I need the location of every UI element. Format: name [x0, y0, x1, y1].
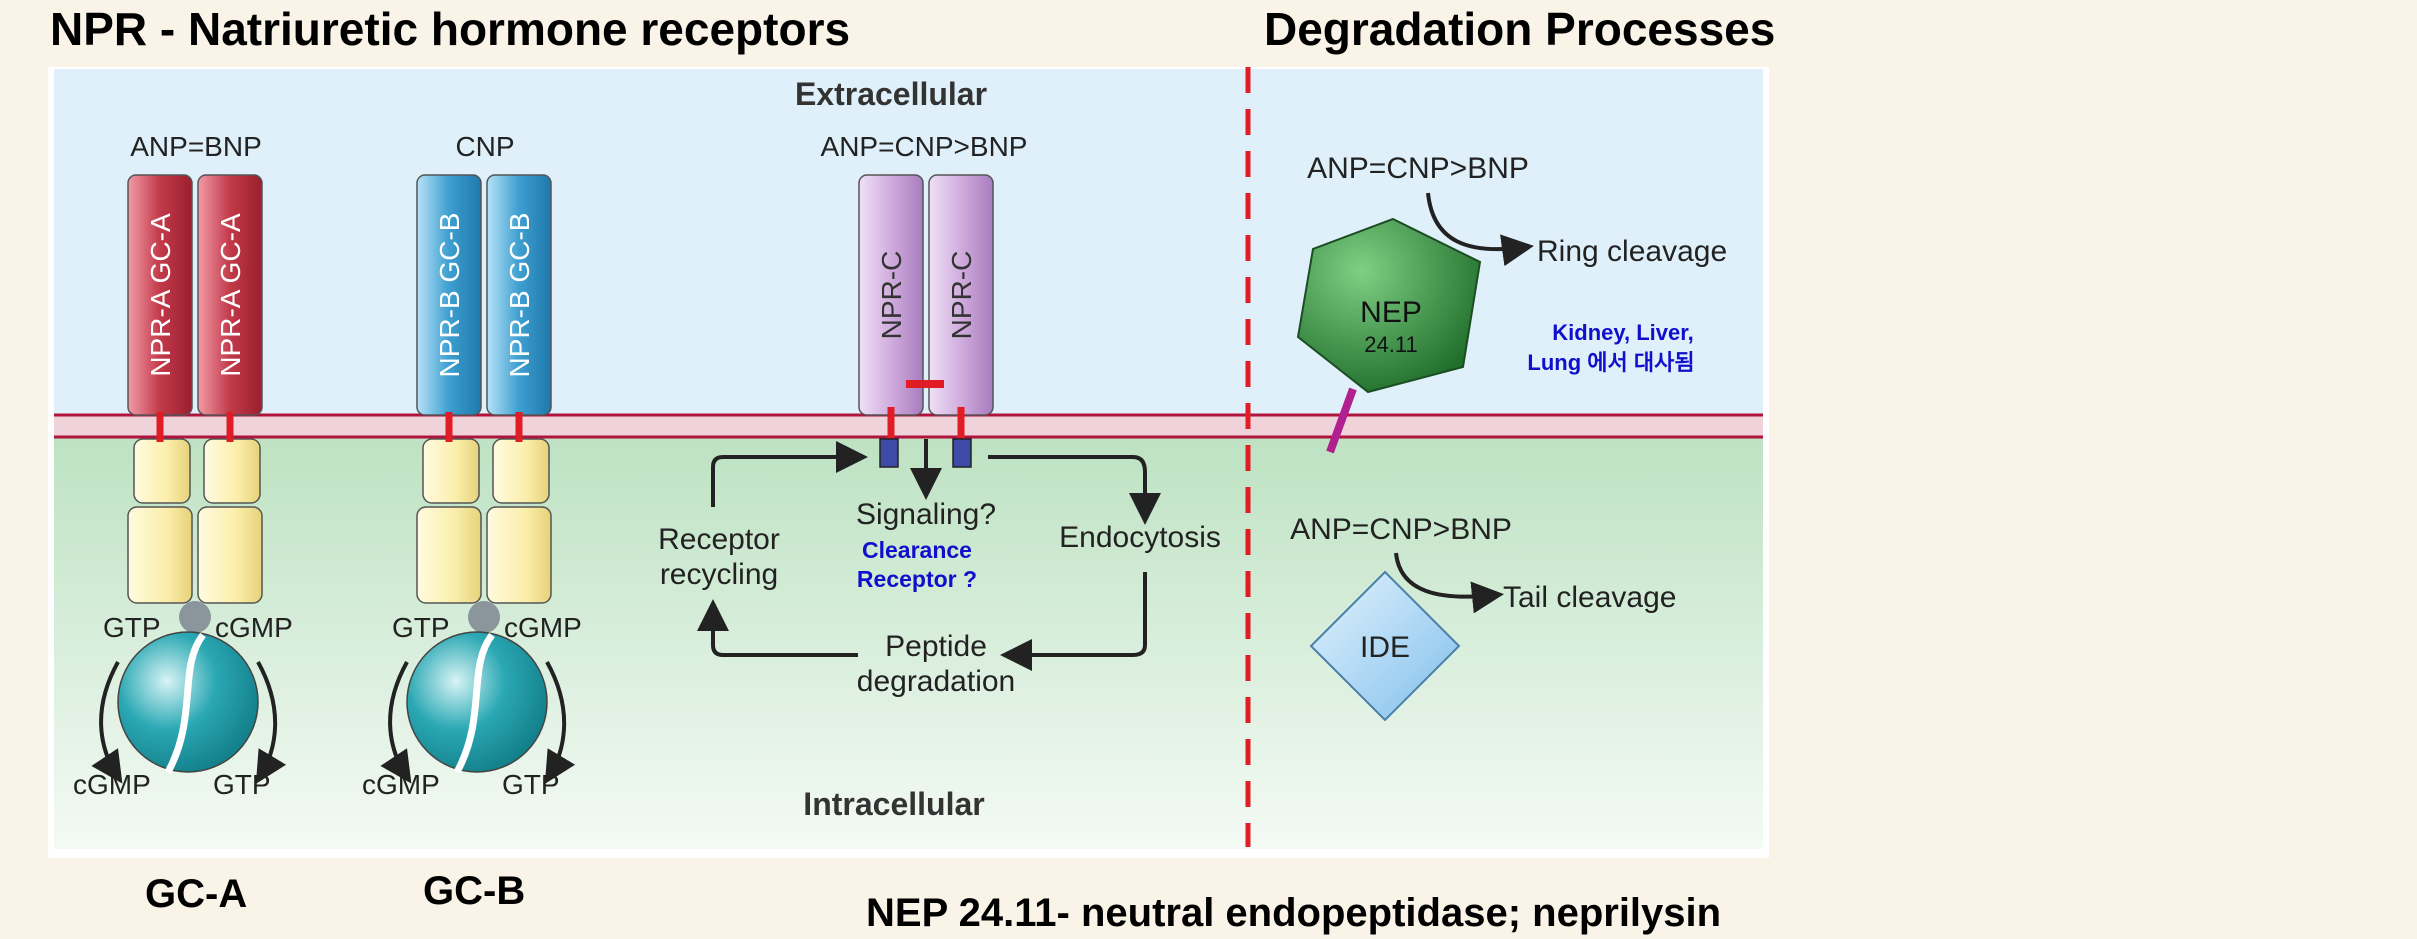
- gcb-subunit-left-label: NPR-B GC-B: [434, 213, 465, 378]
- ide-enzyme: [1309, 570, 1461, 722]
- gcb-bottom-label: GC-B: [423, 869, 526, 913]
- gcb-ligand-label: CNP: [455, 131, 514, 162]
- nep-note-line1: Kidney, Liver,: [1552, 320, 1693, 345]
- intracellular-label: Intracellular: [803, 786, 984, 822]
- diagram-panel: Extracellular Intracellular ANP=BNP NPR-…: [48, 67, 1769, 858]
- nep-definition-label: NEP 24.11- neutral endopeptidase; nepril…: [866, 891, 1722, 935]
- gcb-cgmp-bottom: cGMP: [362, 769, 440, 800]
- nep-enzyme: [1296, 217, 1482, 394]
- gca-subunit-left-label: NPR-A GC-A: [145, 213, 176, 377]
- ide-degradation: ANP=CNP>BNP Tail cleavage IDE: [1290, 513, 1676, 722]
- endocytosis-label: Endocytosis: [1059, 521, 1221, 554]
- cell-membrane: [54, 413, 1763, 439]
- right-title: Degradation Processes: [1264, 3, 1776, 55]
- nprc-subunit-right-label: NPR-C: [946, 251, 977, 340]
- nprc-ligand-label: ANP=CNP>BNP: [821, 131, 1028, 162]
- receptor-recycling-line2: recycling: [660, 558, 778, 591]
- gca-kinase-domain: [127, 506, 193, 604]
- gcb-cgmp-out: cGMP: [504, 612, 582, 643]
- gca-cgmp-bottom: cGMP: [73, 769, 151, 800]
- nep-note-line2: Lung 에서 대사됨: [1527, 350, 1694, 375]
- peptide-degradation-line2: degradation: [857, 665, 1015, 698]
- clearance-receptor-line2: Receptor ?: [857, 566, 977, 592]
- nprc-receptor: ANP=CNP>BNP NPR-C NPR-C: [821, 131, 1028, 468]
- gcb-gtp-bottom: GTP: [502, 769, 560, 800]
- clearance-receptor-line1: Clearance: [862, 537, 972, 563]
- nep-ligand-label: ANP=CNP>BNP: [1307, 152, 1529, 185]
- gca-ligand-label: ANP=BNP: [130, 131, 262, 162]
- gca-gtp-bottom: GTP: [213, 769, 271, 800]
- gca-receptor: ANP=BNP NPR-A GC-A NPR-A GC-A GTP cGMP c…: [73, 131, 293, 800]
- gca-cgmp-out: cGMP: [215, 612, 293, 643]
- gca-hinge: [179, 601, 211, 633]
- nep-degradation: ANP=CNP>BNP Ring cleavage NEP 24.11 Kidn…: [1296, 152, 1727, 454]
- tail-cleavage-label: Tail cleavage: [1503, 581, 1676, 614]
- signaling-label: Signaling?: [856, 498, 996, 531]
- diagram-svg: Extracellular Intracellular ANP=BNP NPR-…: [48, 67, 1769, 858]
- gcb-gtp-in: GTP: [392, 612, 450, 643]
- ring-cleavage-label: Ring cleavage: [1537, 235, 1727, 268]
- gcb-kinase-domain: [416, 506, 482, 604]
- gcb-subunit-right-label: NPR-B GC-B: [504, 213, 535, 378]
- gca-subunit-right-label: NPR-A GC-A: [215, 213, 246, 377]
- intracellular-region: [54, 437, 1763, 849]
- nep-sub-label: 24.11: [1364, 332, 1417, 357]
- nep-anchor: [1326, 387, 1357, 454]
- ide-ligand-label: ANP=CNP>BNP: [1290, 513, 1512, 546]
- ide-label: IDE: [1360, 631, 1410, 664]
- clearance-cycle: Signaling? Clearance Receptor ? Receptor…: [658, 439, 1221, 698]
- left-title: NPR - Natriuretic hormone receptors: [50, 3, 851, 55]
- receptor-recycling-line1: Receptor: [658, 523, 780, 556]
- gcb-receptor: CNP NPR-B GC-B NPR-B GC-B GTP cGMP cGMP …: [362, 131, 582, 800]
- gcb-hinge: [468, 601, 500, 633]
- nep-label: NEP: [1360, 296, 1422, 329]
- gca-gtp-in: GTP: [103, 612, 161, 643]
- gca-bottom-label: GC-A: [145, 872, 248, 916]
- extracellular-label: Extracellular: [795, 76, 987, 112]
- peptide-degradation-line1: Peptide: [885, 630, 987, 663]
- nprc-subunit-left-label: NPR-C: [876, 251, 907, 340]
